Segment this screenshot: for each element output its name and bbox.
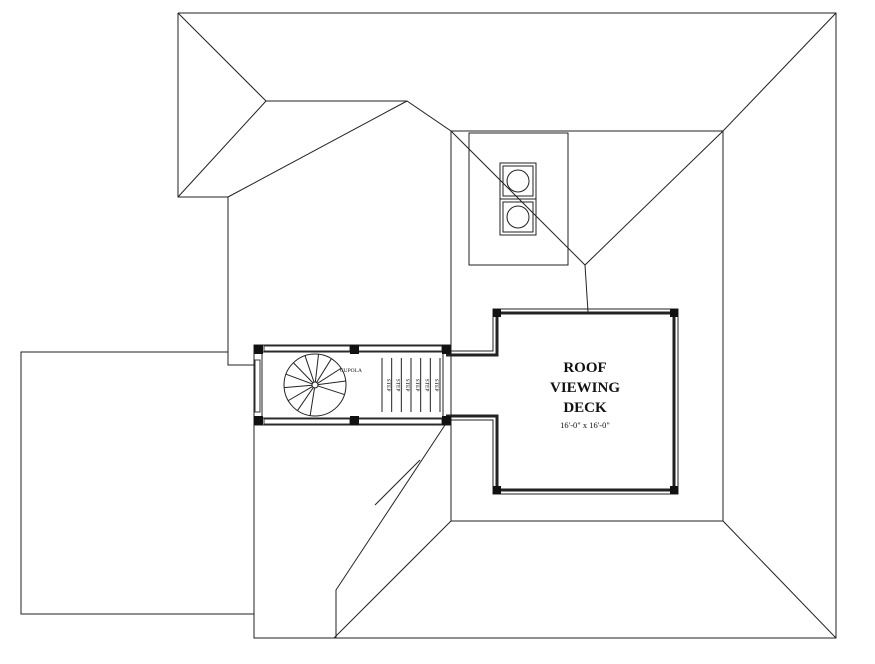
- spiral-tread: [284, 384, 313, 389]
- stair-step-label: STEP: [395, 379, 401, 392]
- spiral-stair: [283, 353, 347, 417]
- viewing-deck-railing: [446, 308, 679, 495]
- stair-step-label: STEP: [404, 379, 410, 392]
- spiral-tread: [293, 362, 314, 384]
- deck-dimensions: 16'-0" x 16'-0": [560, 420, 610, 430]
- chimney-flue-bottom: [499, 198, 537, 236]
- spiral-tread: [285, 373, 313, 385]
- stair-step-label: STEP: [424, 379, 430, 392]
- main-roof-outline: [177, 12, 837, 639]
- stair-step-label: STEP: [433, 379, 439, 392]
- deck-title-line1: ROOF: [563, 360, 606, 376]
- spiral-tread: [314, 354, 320, 383]
- spiral-tread: [297, 387, 314, 411]
- main-hip-ridges: [333, 12, 837, 639]
- spiral-tread: [317, 367, 342, 384]
- left-wing-roof: [20, 351, 254, 615]
- deck-title-line3: DECK: [563, 400, 607, 416]
- cupola-label: CUPOLA: [340, 368, 362, 374]
- spiral-tread: [317, 385, 345, 396]
- chimney-flue-top: [499, 162, 537, 200]
- spiral-tread: [316, 358, 332, 383]
- spiral-tread: [287, 386, 313, 402]
- cupola-enclosure: [253, 344, 452, 426]
- stair-step-label: STEP: [414, 379, 420, 392]
- deck-title-line2: VIEWING: [550, 380, 620, 396]
- stair-step-label: STEP: [385, 379, 391, 392]
- chimney: [468, 132, 569, 266]
- spiral-tread: [317, 380, 346, 386]
- upper-left-hip: [177, 12, 452, 198]
- spiral-tread: [309, 387, 316, 416]
- spiral-tread: [304, 355, 315, 383]
